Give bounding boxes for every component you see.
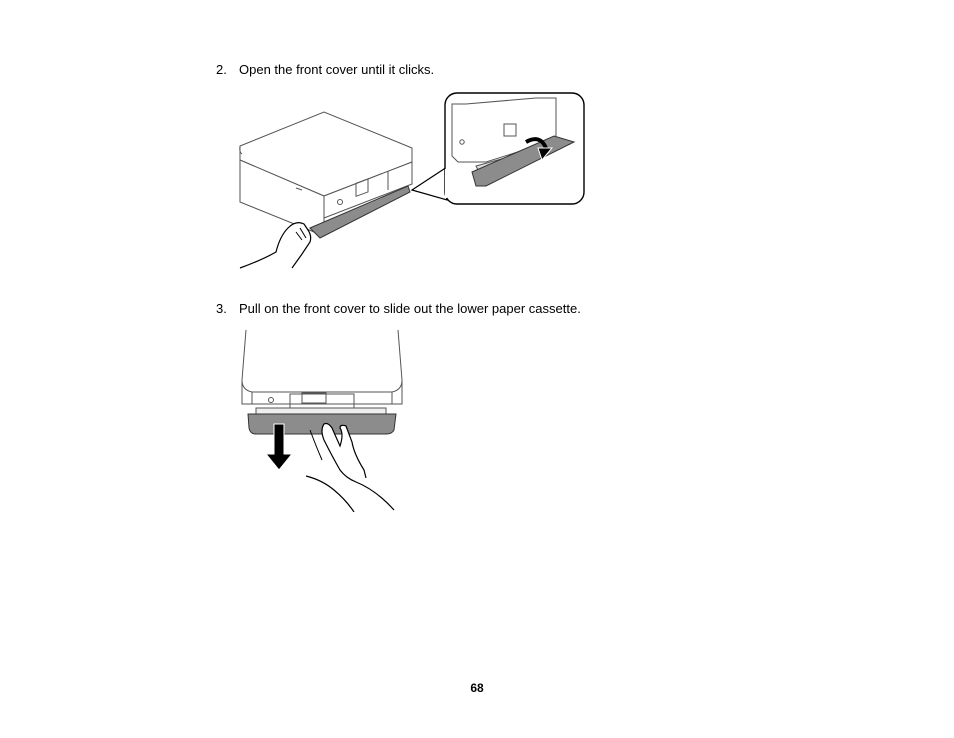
step-3: 3. Pull on the front cover to slide out t…: [216, 301, 581, 317]
step-text: Pull on the front cover to slide out the…: [239, 301, 581, 316]
step-number: 3.: [216, 301, 227, 316]
step-number: 2.: [216, 62, 227, 77]
hand-drawing: [239, 222, 312, 269]
open-direction-arrow: [525, 137, 548, 149]
pull-direction-arrow: [264, 423, 294, 471]
slide-out-cassette-illustration: [241, 330, 403, 512]
printer-front-drawing: [241, 330, 403, 417]
open-front-cover-illustration: [239, 92, 585, 269]
page-number: 68: [470, 681, 484, 695]
callout-pointer: [410, 165, 448, 201]
front-cover: [247, 413, 397, 435]
hand-drawing: [321, 422, 395, 511]
step-text: Open the front cover until it clicks.: [239, 62, 435, 77]
step-2: 2. Open the front cover until it clicks.: [216, 62, 434, 78]
printer-drawing: [239, 111, 413, 237]
front-cover: [309, 185, 411, 239]
